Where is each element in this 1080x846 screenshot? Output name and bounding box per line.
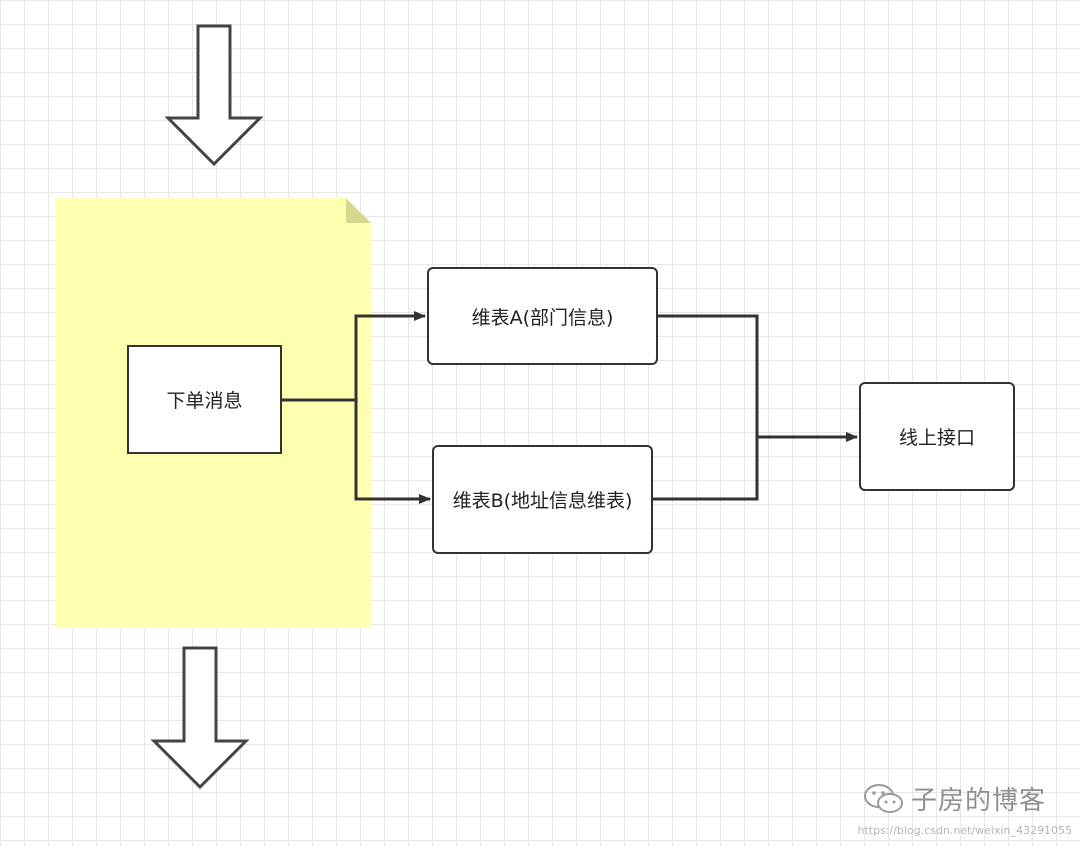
dimension-table-a-node: 维表A(部门信息) [427,267,658,365]
watermark-url: https://blog.csdn.net/weixin_43291055 [857,824,1072,837]
sticky-note-fold [346,198,371,223]
dimension-table-a-label: 维表A(部门信息) [471,306,614,329]
dimension-table-b-node: 维表B(地址信息维表) [432,445,653,554]
incoming-flow-arrow [164,24,264,167]
dimension-table-b-label: 维表B(地址信息维表) [452,490,633,512]
order-message-node: 下单消息 [127,345,282,454]
watermark-brand: 子房的博客 [910,786,1046,816]
blog-watermark: 子房的博客 [863,780,1046,817]
outgoing-flow-arrow [150,646,250,790]
online-api-node: 线上接口 [859,382,1015,491]
online-api-label: 线上接口 [898,427,975,449]
connector-order-to-table-b [282,398,431,504]
connector-table-b-to-api [653,437,759,501]
connector-table-a-to-api [658,314,858,442]
order-message-label: 下单消息 [166,390,243,412]
wechat-icon [863,783,903,813]
